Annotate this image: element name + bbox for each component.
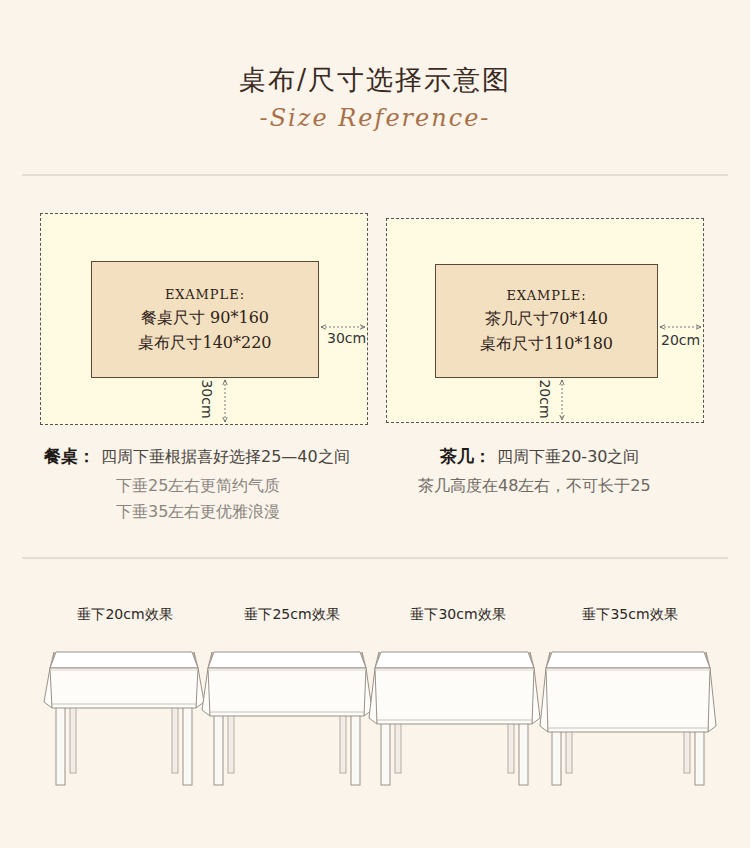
divider-line (22, 175, 728, 176)
table-drawing (50, 670, 198, 671)
example-heading: EXAMPLE: (165, 285, 245, 305)
dimension-arrow (562, 380, 563, 420)
table-drawing (50, 668, 198, 708)
page-title: 桌布/尺寸选择示意图 (0, 62, 750, 98)
table-drawing (351, 712, 360, 785)
table-drawing (508, 716, 514, 773)
subtitle: -Size Reference- (0, 103, 750, 133)
table-drawing (377, 720, 532, 721)
table-drawing (52, 704, 196, 705)
caption: 垂下20cm效果 (45, 606, 205, 624)
table-drawing (50, 652, 198, 668)
table-drawing (228, 708, 234, 773)
table-drawing (56, 704, 65, 785)
table-area: EXAMPLE:茶几尺寸70*140桌布尺寸110*180 (435, 264, 658, 378)
note-text: 下垂25左右更简约气质 (116, 476, 280, 496)
note-text: 四周下垂20-30之间 (497, 447, 640, 467)
table-illustrations (44, 652, 716, 785)
size-text: 餐桌尺寸 90*160 (141, 305, 269, 330)
table-drawing (70, 700, 76, 773)
caption: 垂下35cm效果 (550, 606, 710, 624)
size-text: 茶几尺寸70*140 (485, 306, 608, 331)
example-heading: EXAMPLE: (506, 286, 586, 306)
divider-line (22, 558, 728, 559)
table-drawing (214, 712, 223, 785)
tablecloth-area: 30cm30cmEXAMPLE:餐桌尺寸 90*160桌布尺寸140*220 (40, 213, 368, 425)
size-text: 桌布尺寸110*180 (480, 331, 613, 356)
table-drawing (395, 716, 401, 773)
note-text: 四周下垂根据喜好选择25—40之间 (101, 447, 350, 467)
table-drawing (208, 668, 366, 716)
table-drawing (375, 668, 534, 724)
note-heading: 茶几： (440, 446, 491, 467)
dimension-label: 30cm (327, 330, 366, 346)
table-drawing (546, 652, 710, 668)
dimension-label: 20cm (537, 379, 553, 418)
caption: 垂下25cm效果 (212, 606, 372, 624)
dimension-label: 20cm (661, 332, 700, 348)
table-drawing (695, 728, 704, 785)
table-drawing (208, 670, 366, 671)
dimension-label: 30cm (199, 379, 215, 418)
table-drawing (375, 670, 534, 671)
table-drawing (548, 728, 708, 729)
table-drawing (208, 652, 366, 668)
table-area: EXAMPLE:餐桌尺寸 90*160桌布尺寸140*220 (91, 261, 319, 378)
caption: 垂下30cm效果 (378, 606, 538, 624)
dimension-arrow (321, 327, 365, 328)
note-text: 下垂35左右更优雅浪漫 (116, 502, 280, 522)
table-drawing (183, 704, 192, 785)
table-drawing (546, 670, 710, 671)
table-drawing (210, 712, 364, 713)
tablecloth-area: 20cm20cmEXAMPLE:茶几尺寸70*140桌布尺寸110*180 (386, 218, 704, 423)
table-drawing (519, 720, 528, 785)
dimension-arrow (660, 327, 701, 328)
dimension-arrow (225, 380, 226, 422)
table-drawing (381, 720, 390, 785)
size-text: 桌布尺寸140*220 (138, 330, 271, 355)
table-drawing (340, 708, 346, 773)
note-text: 茶几高度在48左右，不可长于25 (418, 476, 651, 496)
table-drawing (172, 700, 178, 773)
note-heading: 餐桌： (44, 446, 95, 467)
table-drawing (375, 652, 534, 668)
table-drawing (552, 728, 561, 785)
table-drawing (546, 668, 710, 732)
